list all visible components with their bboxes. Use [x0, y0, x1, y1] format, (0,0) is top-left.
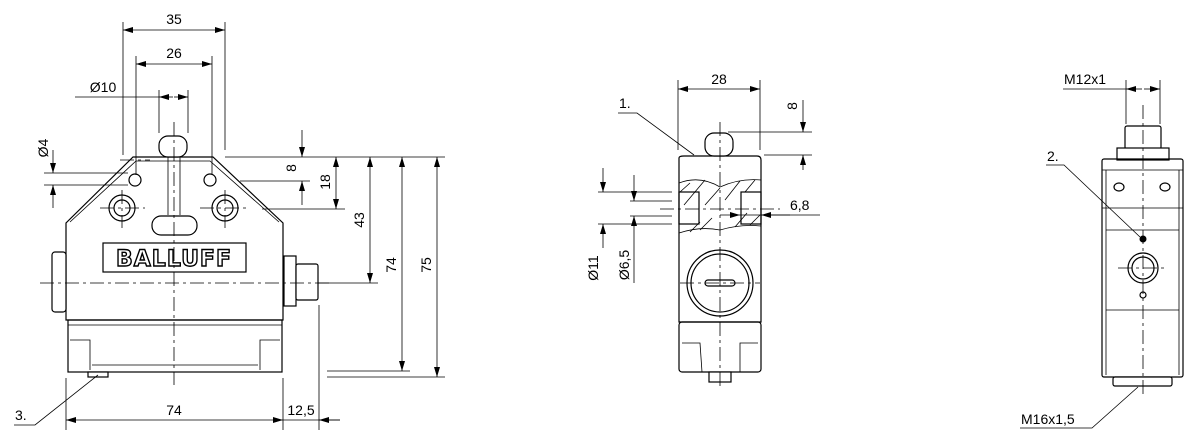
- dim-dia4: Ø4: [35, 138, 51, 157]
- logo-box: [102, 242, 247, 273]
- m16-gland: [1112, 376, 1173, 387]
- dim-74-height: 74: [383, 257, 399, 273]
- dim-6-8: 6,8: [790, 197, 810, 213]
- balluff-logo: BALLUFF: [116, 247, 232, 272]
- dim-26: 26: [166, 45, 182, 61]
- dim-dia11: Ø11: [585, 255, 601, 281]
- dim-35: 35: [166, 11, 182, 27]
- bottom-pin: [87, 371, 109, 378]
- dim-dia10: Ø10: [90, 79, 117, 95]
- dim-43: 43: [351, 212, 367, 228]
- switch-body: [65, 156, 284, 321]
- dim-18: 18: [317, 174, 333, 190]
- dim-28: 28: [711, 71, 727, 87]
- side-view: 28 8 Ø11 Ø6,5 6,8 1.: [585, 71, 820, 390]
- connector-plug: [295, 263, 319, 301]
- front-view: BALLUFF 35 26 Ø10 Ø4 8 18 43 74 75: [14, 11, 445, 430]
- rear-body: [1101, 158, 1184, 378]
- thread-m16x1-5: M16x1,5: [1021, 411, 1075, 427]
- callout-1: 1.: [619, 95, 631, 111]
- slot: [151, 215, 198, 236]
- dim-12-5: 12,5: [287, 402, 314, 418]
- dim-dia6-5: Ø6,5: [616, 250, 632, 281]
- dim-8-side: 8: [784, 102, 800, 110]
- dim-75: 75: [418, 257, 434, 273]
- callout-3: 3.: [15, 407, 27, 423]
- rear-hole: [1159, 182, 1171, 192]
- mounting-hole: [203, 173, 217, 187]
- side-body: [678, 155, 762, 323]
- thread-m12x1: M12x1: [1064, 71, 1106, 87]
- mounting-hole: [128, 173, 142, 187]
- dim-74-width: 74: [166, 402, 182, 418]
- rear-hole: [1113, 182, 1125, 192]
- callout-2: 2.: [1047, 148, 1059, 164]
- bore: [678, 191, 700, 225]
- plunger: [158, 135, 188, 158]
- dim-8: 8: [283, 164, 299, 172]
- bore: [740, 191, 762, 225]
- side-plunger: [704, 132, 734, 157]
- base: [67, 319, 283, 373]
- rear-view: M12x1 2. M16x1,5: [1020, 71, 1184, 429]
- connector-nut: [283, 255, 297, 307]
- left-cap: [51, 251, 67, 313]
